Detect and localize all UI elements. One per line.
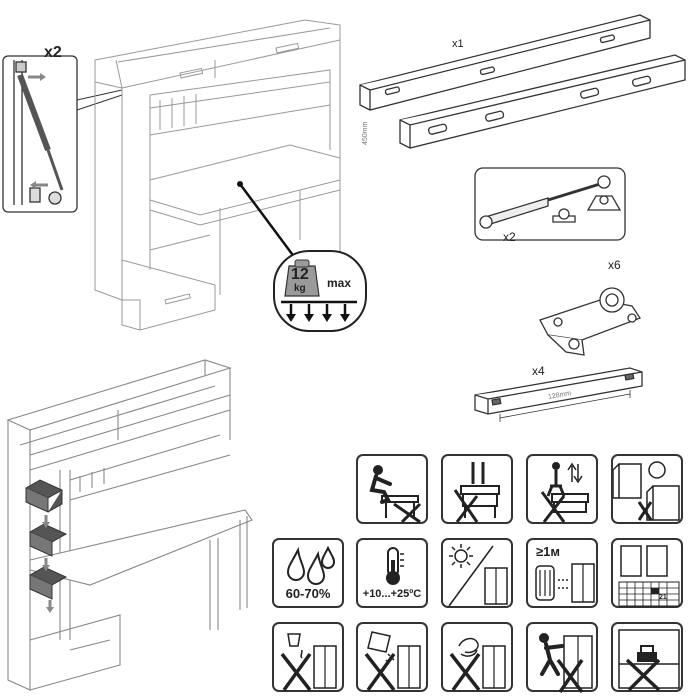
gas-strut-callout-quantity: x2 xyxy=(44,44,62,61)
humidity-label: 60-70% xyxy=(285,586,331,601)
drawer-slides-quantity: x1 xyxy=(452,38,464,50)
shelf-insertion xyxy=(24,479,68,613)
no-sitting-on-desk-icon xyxy=(356,454,428,524)
no-hot-objects-icon xyxy=(441,622,513,692)
distance-from-heater-icon: ≥1м xyxy=(526,538,598,608)
no-pulling-furniture-icon xyxy=(526,622,598,694)
handle-drawing xyxy=(474,367,643,422)
distance-label: ≥1м xyxy=(536,544,560,559)
temperature-label: +10...+25ºC xyxy=(362,588,422,600)
weight-limit-badge: 12 kg max xyxy=(273,250,367,332)
door-not-hang-icon xyxy=(611,454,683,524)
temperature-icon: +10...+25ºC xyxy=(356,538,428,608)
weight-unit: kg xyxy=(294,283,306,294)
no-standing-on-drawer-icon xyxy=(441,454,513,524)
weight-value: 12 xyxy=(291,266,309,283)
gas-strut-kit-drawing xyxy=(474,167,626,241)
weight-icon xyxy=(281,259,357,322)
no-direct-sunlight-icon xyxy=(441,538,513,608)
gas-strut-callout xyxy=(2,55,123,213)
desk-drawing-bottom xyxy=(6,359,253,691)
no-heavy-objects-on-shelf-icon xyxy=(611,622,683,692)
hinge-drawing xyxy=(539,287,641,356)
sticker-label: 21 xyxy=(659,594,667,601)
assembly-sticker-icon: 21 xyxy=(611,538,683,608)
no-climbing-icon xyxy=(526,454,598,524)
no-abrasive-cleaning-icon xyxy=(356,622,428,692)
gas-strut-kit-quantity: x2 xyxy=(503,230,516,244)
weight-limit-label: max xyxy=(327,276,352,290)
drawer-slides-length: 450mm xyxy=(362,121,369,145)
hinges-quantity: x6 xyxy=(608,258,621,272)
no-liquid-spill-icon xyxy=(272,622,344,692)
drawer-slides-drawing xyxy=(359,14,686,149)
desk-drawing-top xyxy=(94,19,341,331)
handles-quantity: x4 xyxy=(532,364,545,378)
humidity-icon: 60-70% xyxy=(272,538,344,608)
